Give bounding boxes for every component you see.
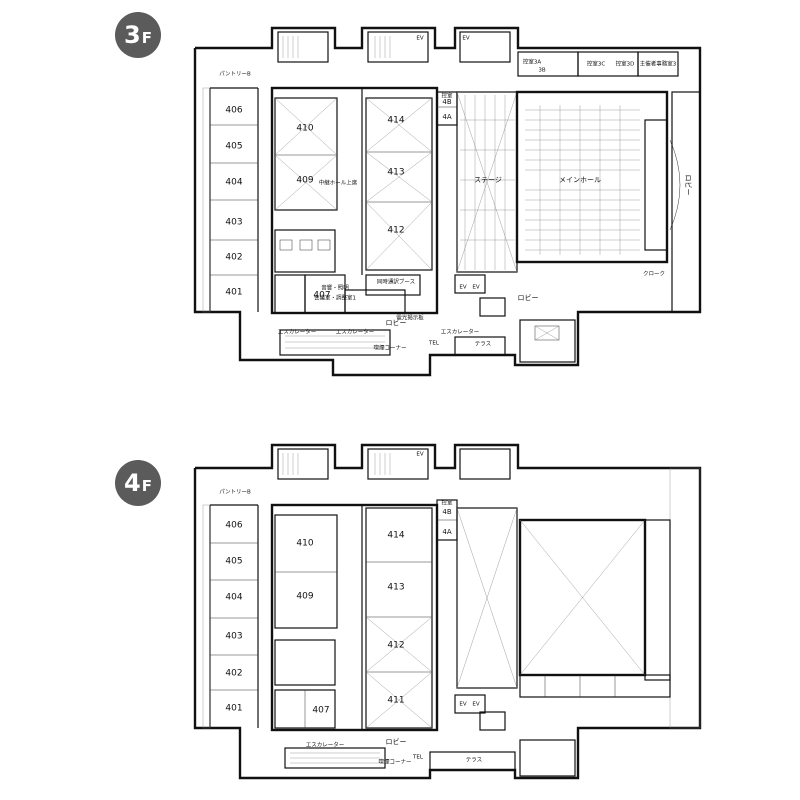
room-3f-404: 404	[225, 178, 242, 188]
label-3f-room-3d: 控室3D	[616, 60, 635, 68]
label-3f-4a: 4A	[442, 113, 451, 121]
label-3f-keijiban: 電光掲示板	[396, 314, 424, 322]
label-4f-tel: TEL	[412, 755, 424, 761]
label-3f-cloak: クローク	[643, 271, 665, 278]
room-3f-407: 407	[313, 291, 330, 301]
room-4f-402: 402	[225, 669, 242, 679]
label-3f-ev4: EV	[472, 285, 479, 291]
label-3f-main-ctrl: 主催者事務室3	[640, 60, 677, 68]
label-3f-room-3b: 3B	[538, 68, 545, 74]
room-3f-409: 409	[296, 176, 313, 186]
label-4f-pantry: パントリーB	[219, 489, 251, 496]
floor-3f-suffix: F	[141, 28, 152, 47]
room-4f-414: 414	[387, 531, 404, 541]
label-3f-sound-booth: 同時通訳ブース	[377, 278, 415, 286]
label-3f-lobby-bottom: ロビー	[386, 318, 407, 327]
label-3f-main-hall: メインホール	[559, 176, 601, 184]
label-3f-shosai: 会議室・調整室1	[314, 294, 356, 302]
label-3f-room-3a: 控室3A	[523, 58, 541, 66]
label-4f-terrace: テラス	[466, 757, 482, 764]
label-3f-escalator-left: エスカレーター	[278, 328, 317, 336]
floor-3f-number: 3	[124, 21, 141, 49]
label-3f-pantry: パントリーB	[219, 71, 251, 78]
room-3f-413: 413	[387, 168, 404, 178]
label-3f-hall-ctrl: 中継ホール上席	[319, 179, 358, 187]
label-3f-tel: TEL	[428, 341, 440, 347]
label-4f-lobby: ロビー	[386, 737, 407, 746]
label-3f-jitsu: 控室	[441, 92, 453, 100]
floor-4f-suffix: F	[141, 476, 152, 495]
label-3f-4b: 4B	[442, 98, 451, 106]
label-4f-ev1: EV	[416, 452, 423, 458]
label-3f-ev3: EV	[459, 285, 466, 291]
floor-4f-plan: パントリーB 406 405 404 403 402 401 410 409 4…	[193, 443, 702, 780]
room-4f-413: 413	[387, 583, 404, 593]
floor-3f-plan: パントリーB 406 405 404 403 402 401 410 409 4…	[193, 26, 702, 377]
label-3f-escalator-right: エスカレーター	[441, 328, 480, 336]
room-3f-406: 406	[225, 106, 242, 116]
room-3f-410: 410	[296, 124, 313, 134]
room-3f-405: 405	[225, 142, 242, 152]
room-4f-411: 411	[387, 696, 404, 706]
room-4f-410: 410	[296, 539, 313, 549]
label-3f-ev1: EV	[416, 36, 423, 42]
label-3f-lobby-right: ロビー	[684, 175, 693, 196]
room-3f-412: 412	[387, 226, 404, 236]
label-3f-lobby-center: ロビー	[518, 293, 539, 302]
label-4f-smoking: 喫煙コーナー	[378, 758, 411, 766]
label-3f-room-3c: 控室3C	[587, 60, 605, 68]
label-3f-smoking: 喫煙コーナー	[373, 344, 406, 352]
room-4f-403: 403	[225, 632, 242, 642]
room-4f-409: 409	[296, 592, 313, 602]
label-3f-terrace: テラス	[475, 341, 491, 348]
room-4f-406: 406	[225, 521, 242, 531]
label-3f-escalator-center: エスカレーター	[336, 328, 375, 336]
room-4f-405: 405	[225, 557, 242, 567]
room-4f-412: 412	[387, 641, 404, 651]
room-4f-404: 404	[225, 593, 242, 603]
label-3f-stage: ステージ	[474, 176, 502, 184]
label-3f-ev2: EV	[462, 36, 469, 42]
room-3f-414: 414	[387, 116, 404, 126]
label-4f-4a: 4A	[442, 528, 451, 536]
room-3f-402: 402	[225, 253, 242, 263]
floor-4f-number: 4	[124, 469, 141, 497]
label-4f-ev2: EV	[459, 702, 466, 708]
label-4f-4b: 4B	[442, 508, 451, 516]
label-4f-escalator: エスカレーター	[306, 741, 345, 749]
room-3f-403: 403	[225, 218, 242, 228]
label-4f-jitsu: 控室	[441, 499, 453, 507]
room-4f-401: 401	[225, 704, 242, 714]
room-4f-407: 407	[312, 706, 329, 716]
room-3f-401: 401	[225, 288, 242, 298]
label-3f-ongaku: 音響・照明	[321, 284, 349, 292]
label-4f-ev3: EV	[472, 702, 479, 708]
